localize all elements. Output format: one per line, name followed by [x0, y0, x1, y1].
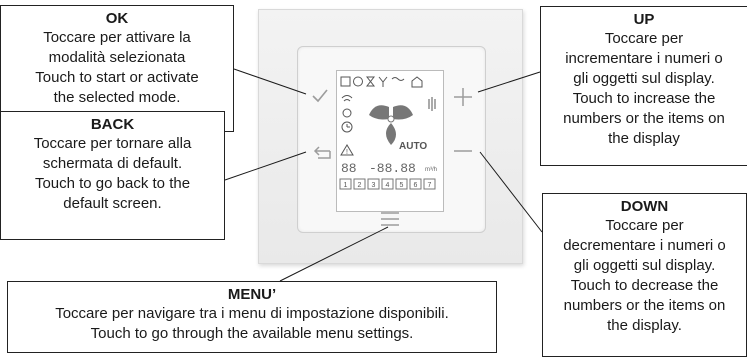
- day-box: 2: [358, 182, 362, 189]
- day-box: 6: [414, 182, 418, 189]
- up-line: numbers or the items on: [563, 110, 725, 127]
- mode-label: AUTO: [399, 141, 427, 152]
- up-callout: UP Toccare per incrementare i numeri o g…: [540, 6, 747, 166]
- antenna-icon: [378, 76, 388, 87]
- down-line: the display.: [607, 317, 682, 334]
- ok-line: Touch to start or activate: [35, 69, 199, 86]
- wifi-icon: [341, 95, 353, 102]
- menu-line: Toccare per navigare tra i menu di impos…: [55, 305, 449, 322]
- down-title: DOWN: [620, 198, 669, 215]
- back-callout: BACK Toccare per tornare alla schermata …: [0, 111, 225, 240]
- right-digits: -88.88: [369, 161, 416, 176]
- warning-icon: [340, 144, 354, 156]
- down-line: Toccare per: [605, 217, 684, 234]
- down-callout: DOWN Toccare per decrementare i numeri o…: [542, 193, 747, 357]
- ok-line: the selected mode.: [53, 89, 181, 106]
- clock-icon: [341, 121, 353, 133]
- day-box: 3: [372, 182, 376, 189]
- minus-icon[interactable]: [452, 146, 474, 156]
- fan-icon: [369, 105, 413, 145]
- back-line: default screen.: [63, 195, 162, 212]
- fan-speed-icon: [391, 77, 405, 81]
- heater-icon: [428, 97, 436, 111]
- up-line: the display: [608, 130, 680, 147]
- day-box: 1: [344, 182, 348, 189]
- down-line: decrementare i numeri o: [563, 237, 726, 254]
- back-line: Touch to go back to the: [34, 175, 191, 192]
- lcd-display: ! AUTO 88 -88.88 m³/h 1 2 3 4 5 6 7: [336, 70, 444, 212]
- down-line: Touch to decrease the: [570, 277, 719, 294]
- day-box: 5: [400, 182, 404, 189]
- menu-title: MENU’: [227, 286, 277, 303]
- up-line: Touch to increase the: [572, 90, 716, 107]
- back-title: BACK: [90, 116, 135, 133]
- down-line: gli oggetti sul display.: [573, 257, 716, 274]
- day-box: 7: [428, 182, 432, 189]
- back-line: schermata di default.: [42, 155, 183, 172]
- menu-callout: MENU’ Toccare per navigare tra i menu di…: [7, 281, 497, 353]
- ok-line: modalità selezionata: [48, 49, 186, 66]
- calendar-icon: [340, 76, 351, 87]
- down-line: numbers or the items on: [563, 297, 726, 314]
- check-icon[interactable]: [310, 86, 330, 106]
- ok-line: Toccare per attivare la: [43, 29, 191, 46]
- sun-icon: [342, 108, 352, 118]
- plus-icon[interactable]: [452, 86, 474, 108]
- up-title: UP: [633, 11, 655, 28]
- unit-label: m³/h: [425, 167, 437, 173]
- ok-title: OK: [105, 10, 129, 27]
- home-icon: [411, 76, 423, 88]
- up-line: gli oggetti sul display.: [573, 70, 715, 87]
- svg-text:!: !: [346, 149, 348, 156]
- menu-icon[interactable]: [379, 211, 401, 227]
- back-arrow-icon[interactable]: [310, 145, 332, 165]
- up-line: incrementare i numeri o: [565, 50, 723, 67]
- hourglass-icon: [365, 76, 376, 87]
- menu-line: Touch to go through the available menu s…: [90, 325, 414, 342]
- lcd-graphics: ! AUTO 88 -88.88 m³/h 1 2 3 4 5 6 7: [339, 76, 437, 190]
- power-icon: [353, 76, 363, 87]
- up-line: Toccare per: [604, 30, 684, 47]
- day-box: 4: [386, 182, 390, 189]
- left-digits: 88: [341, 161, 357, 176]
- ok-callout: OK Toccare per attivare la modalità sele…: [0, 5, 234, 132]
- back-line: Toccare per tornare alla: [33, 135, 192, 152]
